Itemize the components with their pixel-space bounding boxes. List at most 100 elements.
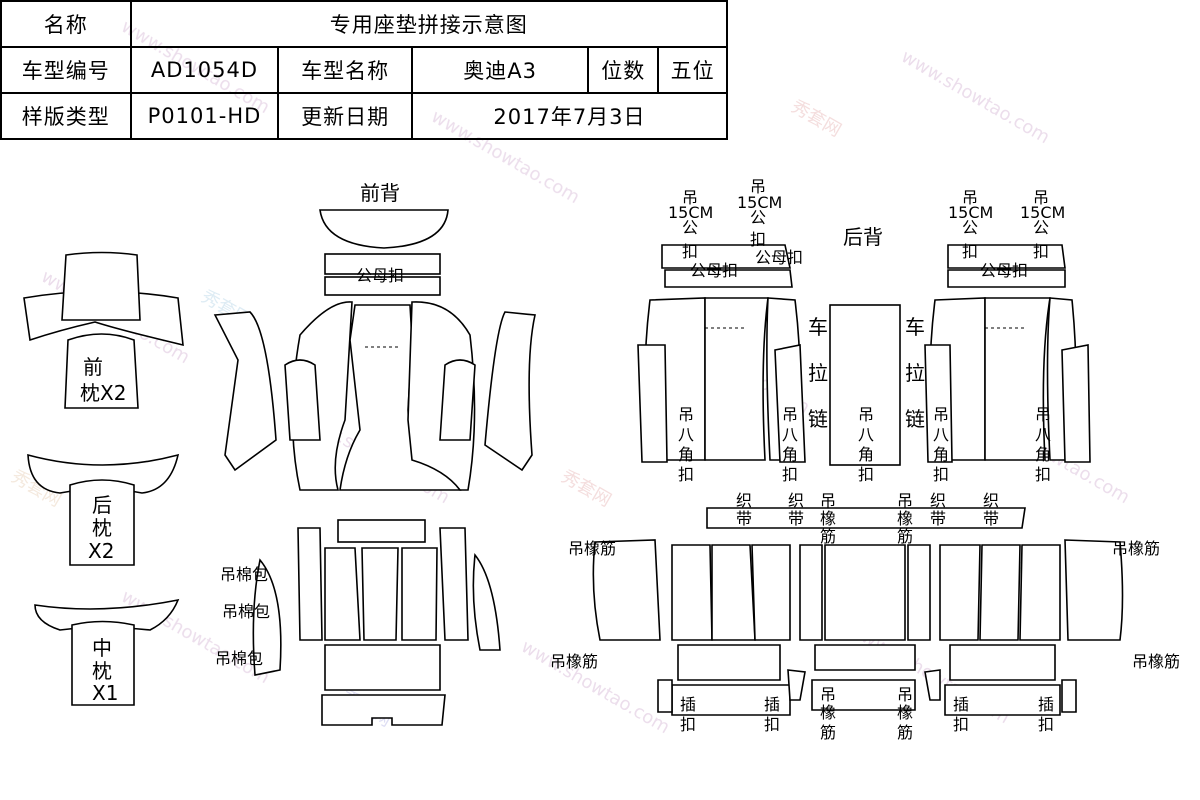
pattern-label-text: 八 bbox=[782, 425, 798, 444]
pattern-label-text: 带 bbox=[788, 509, 804, 528]
pattern-label-text: 带 bbox=[983, 509, 999, 528]
hang-15cm-label: 吊 15CM 公 扣 bbox=[737, 177, 782, 249]
pattern-label-text: 车 bbox=[808, 315, 828, 339]
pattern-label-text: 吊 bbox=[962, 188, 978, 207]
info-row: 样版类型 P0101-HD 更新日期 2017年7月3日 bbox=[0, 92, 729, 140]
zipper-label: 车 拉 链 bbox=[808, 315, 828, 431]
front-cushion-base bbox=[321, 694, 446, 726]
pattern-label-text: 15CM bbox=[948, 203, 993, 222]
mid-pillow-wing bbox=[34, 598, 180, 631]
pattern-label-text: 15CM bbox=[737, 193, 782, 212]
front-back-wing bbox=[484, 311, 536, 472]
pattern-label-text: 吊 bbox=[1033, 188, 1049, 207]
pattern-label-text: 扣 bbox=[1035, 465, 1051, 484]
hang-elastic-label: 吊橡筋 bbox=[1132, 652, 1180, 671]
mid-pillow-label: X1 bbox=[92, 681, 118, 705]
pattern-label-text: 织 bbox=[788, 491, 804, 510]
pattern-label-text: 扣 bbox=[680, 715, 696, 734]
front-back-strip bbox=[324, 253, 441, 275]
front-back-wing bbox=[213, 311, 277, 472]
hang-elastic-vertical-label: 吊 橡 筋 bbox=[820, 685, 836, 742]
rear-cushion-center bbox=[824, 544, 906, 641]
hang-elastic-label: 吊橡筋 bbox=[1112, 539, 1160, 558]
rear-cushion-top-strip bbox=[706, 507, 1026, 529]
rear-pillow-body bbox=[69, 479, 135, 566]
front-back-label: 前背 bbox=[360, 181, 400, 205]
pattern-label-text: 筋 bbox=[897, 723, 913, 742]
pattern-label-text: 扣 bbox=[750, 230, 766, 249]
front-cushion-panel bbox=[324, 547, 361, 641]
front-cushion-side bbox=[297, 527, 323, 641]
mid-pillow-body bbox=[71, 620, 135, 706]
pattern-label-text: 插 bbox=[1038, 695, 1054, 714]
model-code-value: AD1054D bbox=[129, 46, 280, 94]
pattern-label-text: 角 bbox=[782, 445, 798, 464]
update-date-value: 2017年7月3日 bbox=[410, 92, 729, 140]
insert-buckle-label: 插 扣 bbox=[1038, 695, 1054, 734]
hang-15cm-label: 吊 15CM 公 扣 bbox=[1020, 188, 1065, 261]
rear-back-top-strip bbox=[664, 269, 793, 288]
rear-back-top-strip bbox=[661, 244, 791, 269]
pattern-label-text: 吊 bbox=[678, 405, 694, 424]
snap-label: 公母扣 bbox=[690, 261, 738, 280]
insert-tab bbox=[657, 679, 673, 713]
pattern-label-text: 筋 bbox=[820, 723, 836, 742]
pattern-label-text: 扣 bbox=[858, 465, 874, 484]
pattern-label-text: 吊 bbox=[858, 405, 874, 424]
pattern-label-text: 吊 bbox=[897, 685, 913, 704]
front-pillow-label: 枕X2 bbox=[80, 381, 126, 405]
pattern-label-text: 织 bbox=[930, 491, 946, 510]
pattern-label-text: 吊 bbox=[820, 491, 836, 510]
hang-elastic-vertical-label: 吊 橡 筋 bbox=[897, 491, 913, 546]
pattern-label-text: 角 bbox=[678, 445, 694, 464]
snap-label: 公母扣 bbox=[980, 261, 1028, 280]
rear-back-wing bbox=[924, 344, 953, 463]
front-back-strip bbox=[324, 276, 441, 296]
rear-pillow-wing bbox=[27, 453, 180, 494]
rear-cushion-bottom bbox=[949, 644, 1056, 681]
webbing-label: 织 带 bbox=[983, 491, 999, 528]
front-back-headrest bbox=[319, 209, 449, 249]
pattern-label-text: 公 bbox=[1033, 218, 1049, 237]
pattern-label-text: 八 bbox=[678, 425, 694, 444]
rear-pillow-label: X2 bbox=[88, 539, 114, 563]
watermark-text: www.showtao.com bbox=[898, 46, 1054, 148]
rear-back-zipper-panel bbox=[829, 304, 901, 466]
seats-label: 位数 bbox=[587, 46, 660, 94]
model-code-label: 车型编号 bbox=[0, 46, 132, 94]
pattern-label-text: 扣 bbox=[782, 465, 798, 484]
pattern-label-text: 扣 bbox=[1033, 242, 1049, 261]
pattern-label-text bbox=[365, 327, 1025, 348]
rear-cushion-base bbox=[944, 684, 1061, 716]
hang-octagon-label: 吊 八 角 扣 bbox=[858, 405, 874, 484]
cotton-bag-label: 吊棉包 bbox=[215, 649, 263, 668]
pattern-label-text: 八 bbox=[933, 425, 949, 444]
info-row: 车型编号 AD1054D 车型名称 奥迪A3 位数 五位 bbox=[0, 46, 728, 94]
rear-cushion-panel bbox=[1019, 544, 1061, 641]
mid-pillow-label: 枕 bbox=[92, 659, 112, 683]
webbing-label: 织 带 bbox=[788, 491, 804, 528]
hang-elastic-vertical-label: 吊 橡 筋 bbox=[897, 685, 913, 742]
hang-elastic-label: 吊橡筋 bbox=[550, 652, 598, 671]
rear-cushion-panel bbox=[671, 544, 713, 641]
pattern-label-text: 筋 bbox=[820, 527, 836, 546]
mid-pillow-label: 中 bbox=[92, 636, 112, 660]
hang-elastic-vertical-label: 吊 橡 筋 bbox=[820, 491, 836, 546]
cotton-bag-label: 吊棉包 bbox=[222, 602, 270, 621]
model-name-value: 奥迪A3 bbox=[410, 46, 590, 94]
front-back-side bbox=[407, 301, 476, 491]
rear-back-label: 后背 bbox=[843, 225, 883, 249]
rear-back-top-strip bbox=[947, 244, 1066, 269]
hang-octagon-label: 吊 八 角 扣 bbox=[782, 405, 798, 484]
cotton-bag-piece bbox=[252, 558, 282, 676]
pattern-label-text: 带 bbox=[930, 509, 946, 528]
update-date-label: 更新日期 bbox=[277, 92, 413, 140]
front-back-panel bbox=[439, 359, 476, 441]
pattern-label-text: 织 bbox=[736, 491, 752, 510]
watermark-brand: 秀套网 bbox=[558, 466, 615, 511]
pattern-label-text: 吊 bbox=[750, 177, 766, 196]
rear-pillow-label: 后 bbox=[92, 493, 112, 517]
pattern-label-text: 织 bbox=[983, 491, 999, 510]
